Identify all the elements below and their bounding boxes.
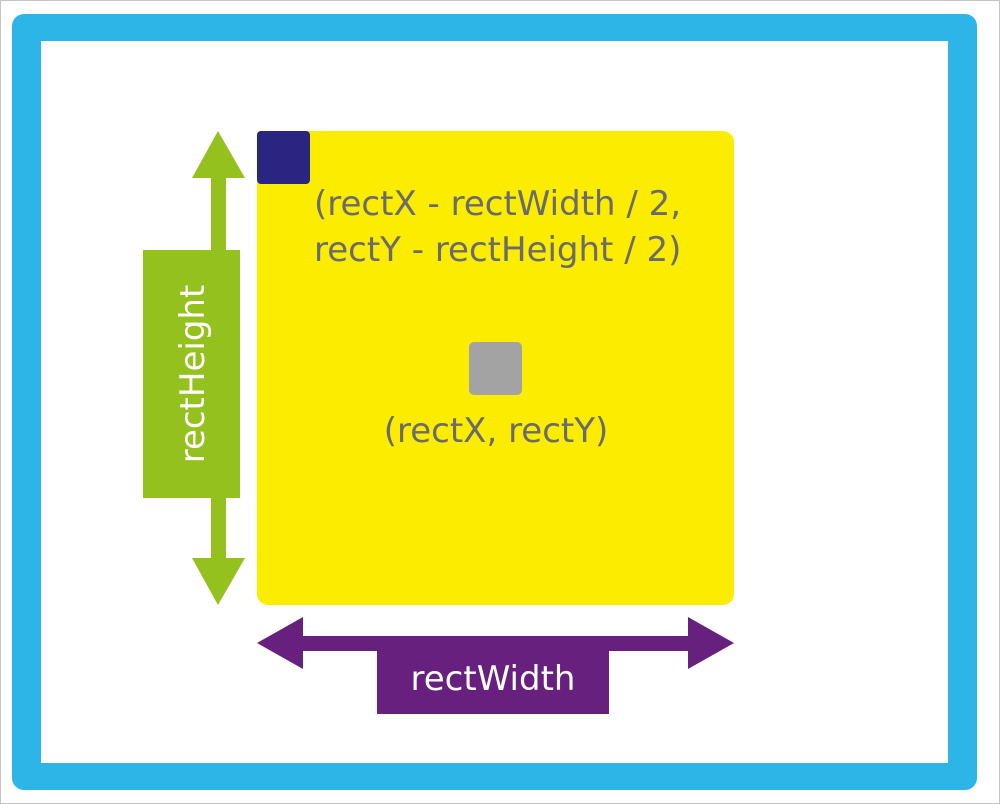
width-arrow-head-left: [257, 617, 303, 669]
width-arrow: rectWidth: [257, 617, 734, 714]
width-arrow-head-right: [688, 617, 734, 669]
height-label-box: [143, 250, 240, 498]
height-label: rectHeight: [173, 285, 213, 464]
center-marker: [469, 342, 522, 395]
corner-label-line1: (rectX - rectWidth / 2,: [314, 184, 681, 224]
width-label-box: [377, 643, 609, 714]
corner-label-line2: rectY - rectHeight / 2): [314, 230, 681, 270]
center-label: (rectX, rectY): [384, 411, 609, 451]
corner-marker: [257, 131, 310, 184]
height-arrow: rectHeight: [143, 131, 245, 605]
width-label: rectWidth: [411, 659, 576, 699]
height-arrow-head-top: [192, 131, 245, 178]
height-arrow-head-bottom: [192, 558, 245, 605]
